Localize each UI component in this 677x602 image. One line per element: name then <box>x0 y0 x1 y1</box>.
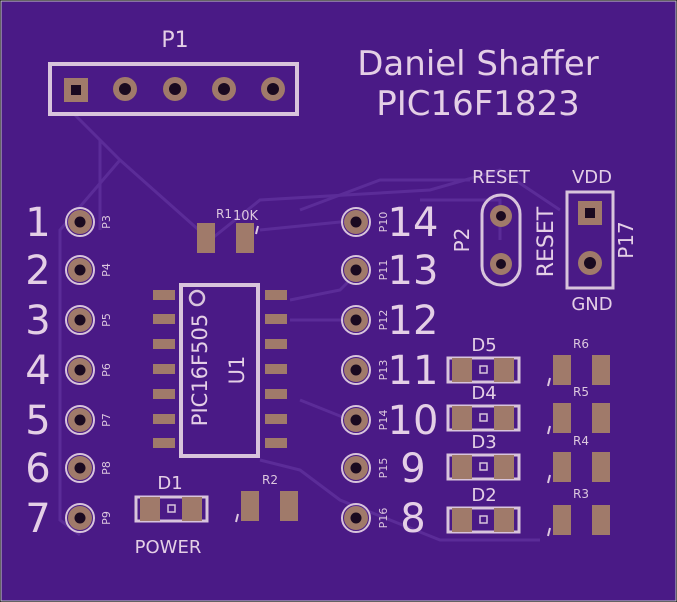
right-pin-ref: P16 <box>377 508 390 529</box>
reset-outline <box>480 193 522 287</box>
r1-ref: R1 <box>216 207 232 221</box>
r1-pad-right <box>236 223 254 253</box>
ic-u1: PIC16F505 U1 <box>153 283 287 458</box>
p17-ref: P17 <box>614 221 638 259</box>
resistor-ref: R5 <box>573 385 589 399</box>
chip-name: PIC16F1823 <box>376 84 580 124</box>
right-pin-ref: P10 <box>377 212 390 233</box>
right-pin-number: 9 <box>400 446 425 492</box>
resistor-ref: R6 <box>573 337 589 351</box>
led-pad <box>452 406 472 430</box>
d1-ref: D1 <box>157 473 182 494</box>
right-pin-number: 14 <box>388 200 439 246</box>
left-pin-number: 6 <box>25 446 50 492</box>
p1-label: P1 <box>161 28 188 53</box>
left-pin-ref: P4 <box>100 263 113 277</box>
right-pin-number: 13 <box>388 248 439 294</box>
led-pad <box>494 508 514 532</box>
led-outline <box>446 453 521 481</box>
right-pin-number: 11 <box>388 348 439 394</box>
led-pad <box>452 358 472 382</box>
led-ref: D2 <box>471 485 496 506</box>
led-pad <box>452 455 472 479</box>
r1-pad-left <box>197 223 215 253</box>
left-pin-number: 4 <box>25 348 50 394</box>
r2-pad-right <box>280 491 298 521</box>
led-pad <box>494 455 514 479</box>
right-pin-number: 12 <box>388 298 439 344</box>
right-pin-number: 10 <box>388 398 439 444</box>
author-name: Daniel Shaffer <box>357 44 598 84</box>
reset-label-side: RESET <box>534 206 559 277</box>
left-pin-number: 5 <box>25 398 50 444</box>
led-pad <box>452 508 472 532</box>
r2-pad-left <box>241 491 259 521</box>
resistor-ref: R3 <box>573 487 589 501</box>
left-pin-ref: P7 <box>100 413 113 427</box>
resistor-pad <box>553 403 571 433</box>
left-pin-ref: P6 <box>100 363 113 377</box>
left-pin-ref: P5 <box>100 313 113 327</box>
gnd-label: GND <box>571 294 612 315</box>
resistor-pad <box>592 355 610 385</box>
led-group: D2 R3 <box>446 485 610 537</box>
resistor-pad <box>553 505 571 535</box>
led-ref: D5 <box>471 335 496 356</box>
left-pin-ref: P8 <box>100 461 113 475</box>
led-outline <box>446 404 521 432</box>
led-group: D5 R6 <box>446 335 610 387</box>
p1-pins <box>64 77 285 102</box>
resistor-pad <box>553 355 571 385</box>
reset-label-top: RESET <box>472 167 531 188</box>
left-pin-number: 1 <box>25 200 50 246</box>
resistor-pad <box>592 452 610 482</box>
resistor-pad <box>592 505 610 535</box>
left-pin-ref: P3 <box>100 215 113 229</box>
led-pad <box>494 406 514 430</box>
led-pad <box>494 358 514 382</box>
ic-part: PIC16F505 <box>188 314 212 426</box>
power-label: POWER <box>135 537 202 558</box>
resistor-pad <box>553 452 571 482</box>
resistor-ref: R4 <box>573 434 589 448</box>
led-outline <box>446 356 521 384</box>
right-pin-ref: P11 <box>377 260 390 281</box>
led-group: D4 R5 <box>446 383 610 435</box>
d1-led <box>134 495 209 523</box>
r1-value: 10K <box>233 209 259 224</box>
left-pin-column: 1 P3 2 P4 3 P5 4 P6 5 P7 6 P8 7 P9 <box>25 200 113 542</box>
right-pin-ref: P13 <box>377 360 390 381</box>
right-pin-ref: P15 <box>377 458 390 479</box>
ic-ref: U1 <box>225 356 249 385</box>
led-ref: D3 <box>471 432 496 453</box>
left-pin-number: 3 <box>25 298 50 344</box>
right-pin-number: 8 <box>400 496 425 542</box>
right-pin-ref: P12 <box>377 310 390 331</box>
left-pin-number: 2 <box>25 248 50 294</box>
vdd-label: VDD <box>572 167 612 188</box>
r2-ref: R2 <box>262 473 278 487</box>
led-outline <box>446 506 521 534</box>
p2-ref: P2 <box>450 228 474 253</box>
p1-outline <box>48 62 299 116</box>
led-group: D3 R4 <box>446 432 610 484</box>
left-pin-number: 7 <box>25 496 50 542</box>
p17-outline <box>565 190 615 290</box>
left-pin-ref: P9 <box>100 511 113 525</box>
ic-pads-right <box>265 290 287 448</box>
right-pin-ref: P14 <box>377 410 390 431</box>
resistor-pad <box>592 403 610 433</box>
ic-pads-left <box>153 290 175 448</box>
led-ref: D4 <box>471 383 496 404</box>
